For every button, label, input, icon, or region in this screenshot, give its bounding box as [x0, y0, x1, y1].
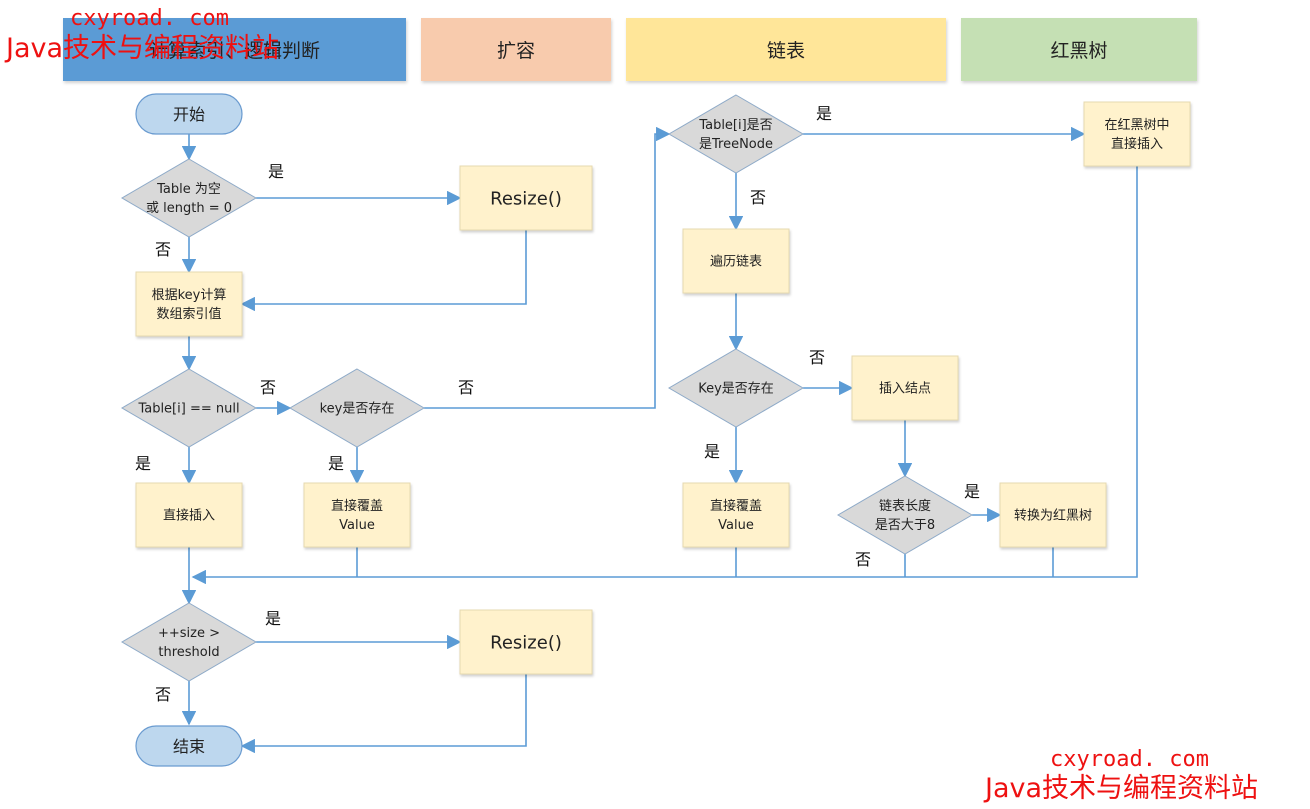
node-label: Value — [339, 518, 375, 533]
process-box — [1083, 101, 1191, 167]
node-label: 结束 — [173, 737, 205, 756]
node-label: 直接覆盖 — [710, 498, 762, 514]
node-label: key是否存在 — [320, 402, 395, 417]
process-box — [303, 482, 411, 548]
node-label: 插入结点 — [879, 382, 931, 397]
node-label: 转换为红黑树 — [1014, 508, 1092, 524]
process-box — [682, 228, 790, 294]
node-traverse: 遍历链表 — [682, 228, 790, 294]
node-key-exists2: Key是否存在 — [668, 348, 804, 428]
node-overwrite1: 直接覆盖 Value — [303, 482, 411, 548]
node-label: 数组索引值 — [156, 306, 221, 322]
decision-diamond — [668, 94, 804, 174]
nodes: 开始 Table 为空或 length = 0 Resize() 根据key计算数组索… — [121, 93, 1191, 767]
node-label: 直接覆盖 — [331, 498, 383, 514]
node-label: 开始 — [173, 105, 205, 124]
decision-diamond — [837, 475, 973, 555]
node-label: Key是否存在 — [698, 382, 774, 397]
node-label: 链表长度 — [879, 498, 931, 514]
label-len-no: 否 — [855, 550, 871, 569]
label-keyexists-yes: 是 — [328, 454, 344, 473]
terminal-shape — [135, 725, 243, 767]
decision-diamond — [121, 158, 257, 238]
node-label: 是否大于8 — [875, 518, 935, 533]
decision-diamond — [121, 368, 257, 448]
node-label: Resize() — [490, 188, 562, 209]
watermark-url-top: cxyroad. com — [70, 6, 229, 31]
lane-header-linked-list: 链表 — [626, 18, 946, 81]
node-to-tree: 转换为红黑树 — [999, 482, 1107, 548]
node-label: 根据key计算 — [152, 288, 227, 303]
decision-diamond — [121, 602, 257, 682]
label-empty-no: 否 — [155, 240, 171, 259]
node-label: 在红黑树中 — [1104, 117, 1169, 133]
node-label: threshold — [158, 645, 219, 660]
node-label: 直接插入 — [1111, 136, 1163, 152]
process-box — [459, 165, 593, 231]
node-label: 是TreeNode — [699, 137, 773, 152]
watermark-title-bottom: Java技术与编程资料站 — [985, 773, 1259, 804]
label-key2-yes: 是 — [704, 442, 720, 461]
node-end: 结束 — [135, 725, 243, 767]
process-box — [135, 271, 243, 337]
process-box — [682, 482, 790, 548]
process-box — [851, 355, 959, 421]
label-size-yes: 是 — [265, 609, 281, 628]
node-label: Value — [718, 518, 754, 533]
terminal-shape — [135, 93, 243, 135]
node-overwrite2: 直接覆盖 Value — [682, 482, 790, 548]
label-null-yes: 是 — [135, 454, 151, 473]
node-label: Resize() — [490, 632, 562, 653]
node-label: 直接插入 — [163, 508, 215, 524]
node-label: Table 为空 — [156, 182, 221, 197]
node-resize2: Resize() — [459, 609, 593, 675]
node-label: 或 length = 0 — [146, 201, 232, 216]
watermark-url-bottom: cxyroad. com — [1050, 747, 1209, 772]
decision-diamond — [668, 348, 804, 428]
label-keyexists-no: 否 — [458, 378, 474, 397]
lane-header-index: 计算索引、逻辑判断 — [63, 18, 406, 81]
node-insert-node: 插入结点 — [851, 355, 959, 421]
label-len-yes: 是 — [964, 482, 980, 501]
edge-resize2-to-end — [240, 674, 527, 754]
edge-keyexists-no-treenode — [424, 126, 671, 409]
node-label: 遍历链表 — [710, 254, 762, 270]
node-label: ++size > — [158, 626, 220, 641]
process-box — [999, 482, 1107, 548]
node-key-exists: key是否存在 — [289, 368, 425, 448]
label-treenode-no: 否 — [750, 188, 766, 207]
label-treenode-yes: 是 — [816, 104, 832, 123]
label-null-no: 否 — [260, 378, 276, 397]
decision-diamond — [289, 368, 425, 448]
label-empty-yes: 是 — [268, 162, 284, 181]
label-key2-no: 否 — [809, 348, 825, 367]
process-box — [135, 482, 243, 548]
label-size-no: 否 — [155, 685, 171, 704]
edge-resize-back-calc — [240, 230, 527, 312]
process-box — [459, 609, 593, 675]
lane-header-red-black-tree: 红黑树 — [961, 18, 1197, 81]
edge-labels: 是否否否是是是否否是是否是否 — [135, 104, 980, 704]
edge-merge-line — [191, 166, 1138, 585]
watermark-title-top: Java技术与编程资料站 — [6, 33, 280, 64]
lane-header-resize: 扩容 — [421, 18, 611, 81]
node-table-empty: Table 为空或 length = 0 — [121, 158, 257, 238]
node-label: Table[i] == null — [137, 402, 239, 417]
edges — [181, 126, 1138, 754]
node-direct-insert: 直接插入 — [135, 482, 243, 548]
node-size-check: ++size > threshold — [121, 602, 257, 682]
node-resize1: Resize() — [459, 165, 593, 231]
node-label: Table[i]是否 — [698, 118, 772, 133]
node-slot-null: Table[i] == null — [121, 368, 257, 448]
node-start: 开始 — [135, 93, 243, 135]
